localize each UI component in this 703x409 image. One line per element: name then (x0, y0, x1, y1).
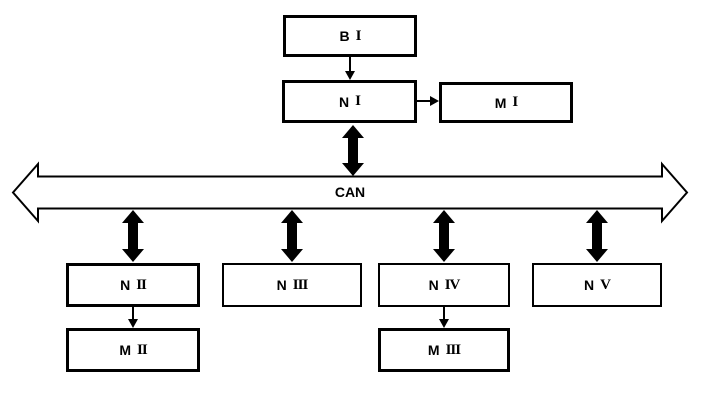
node-box-miii: M III (378, 328, 510, 372)
node-ni-numeral: I (355, 93, 361, 109)
thick-double-arrow-can-nii (122, 210, 144, 262)
arrow-head-niv-miii (439, 319, 449, 328)
thick-double-arrow-can-nv (586, 210, 608, 262)
node-miii-letter: M (427, 342, 440, 358)
thick-double-arrow-can-niv (433, 210, 455, 262)
node-nv-numeral: V (600, 276, 611, 293)
can-bus-label: CAN (334, 184, 366, 200)
node-nv-letter: N (584, 277, 595, 293)
node-miii-numeral: III (445, 341, 461, 358)
arrow-head-ni-mi (430, 96, 439, 106)
node-niv-numeral: IV (444, 276, 461, 293)
node-box-mi: M I (439, 82, 573, 123)
node-box-mii: M II (66, 328, 200, 372)
node-bi-numeral: I (355, 27, 362, 44)
node-mii-numeral: II (136, 341, 148, 358)
node-niv-letter: N (428, 277, 439, 293)
node-bi-letter: B (339, 28, 350, 44)
thick-double-arrow-can-niii (281, 210, 303, 262)
node-mi-numeral: I (512, 94, 518, 110)
node-ni-letter: N (339, 93, 350, 110)
arrow-head-nii-mii (128, 319, 138, 328)
node-box-niii: N III (222, 263, 362, 307)
can-bus-double-arrow (11, 161, 689, 224)
node-niii-letter: N (276, 277, 287, 293)
node-nii-numeral: II (136, 276, 147, 293)
node-box-niv: N IV (378, 263, 510, 307)
node-mi-letter: M (494, 94, 507, 111)
node-box-bi: B I (283, 15, 417, 57)
arrow-head-bi-ni (345, 71, 355, 80)
thick-double-arrow-ni-can (342, 125, 364, 176)
node-mii-letter: M (119, 342, 131, 358)
node-box-ni: N I (282, 80, 417, 123)
node-niii-numeral: III (292, 276, 308, 293)
node-box-nii: N II (66, 263, 200, 307)
node-box-nv: N V (532, 263, 662, 307)
node-nii-letter: N (120, 277, 131, 293)
